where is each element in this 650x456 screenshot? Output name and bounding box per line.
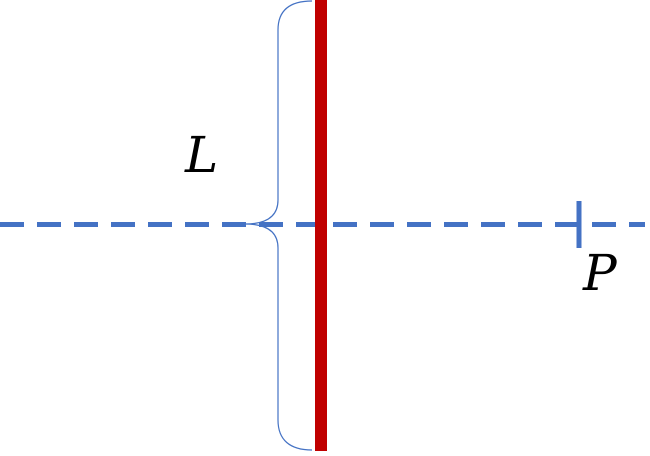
point-label: P xyxy=(583,244,617,302)
rod xyxy=(315,0,327,451)
length-label: L xyxy=(185,126,219,184)
brace xyxy=(244,0,313,451)
